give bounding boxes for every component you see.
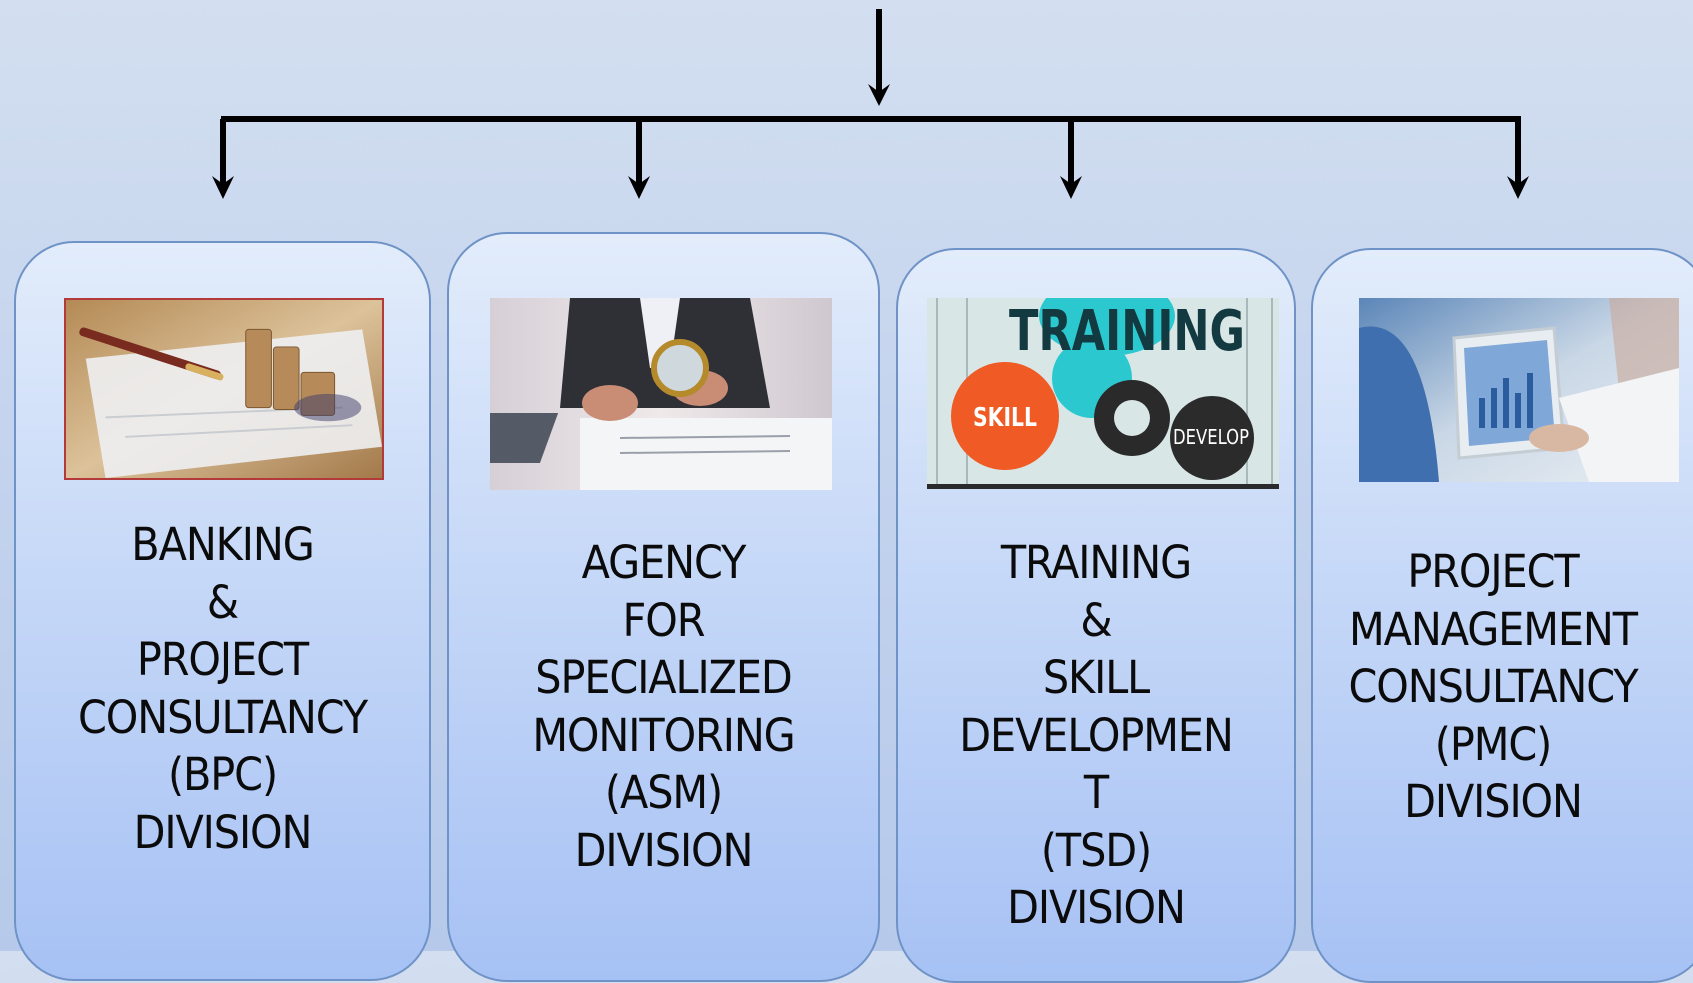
connector-arrows bbox=[212, 9, 1529, 199]
division-label-asm: AGENCY FOR SPECIALIZED MONITORING (ASM) … bbox=[466, 534, 861, 879]
pmc-line: MANAGEMENT bbox=[1349, 602, 1638, 656]
skill-image-text: SKILL bbox=[973, 403, 1037, 433]
tsd-line: (TSD) bbox=[1040, 823, 1152, 877]
pmc-line: DIVISION bbox=[1404, 775, 1583, 828]
asm-line: MONITORING bbox=[532, 708, 795, 762]
bpc-line: PROJECT bbox=[136, 633, 309, 686]
tsd-line: DEVELOPMEN bbox=[959, 708, 1234, 762]
division-card-bpc: BANKING & PROJECT CONSULTANCY (BPC) DIVI… bbox=[14, 241, 431, 981]
bpc-line: DIVISION bbox=[133, 805, 313, 859]
bpc-line: (BPC) bbox=[167, 748, 278, 801]
asm-line: SPECIALIZED bbox=[535, 651, 792, 704]
branch-arrow-pmc bbox=[1507, 119, 1529, 199]
pmc-line: (PMC) bbox=[1434, 717, 1552, 771]
tsd-line: SKILL bbox=[1042, 651, 1150, 704]
bpc-line: & bbox=[206, 575, 239, 629]
branch-arrow-tsd bbox=[1060, 119, 1082, 199]
asm-line: DIVISION bbox=[574, 823, 754, 877]
coins-and-pen-photo bbox=[64, 298, 384, 480]
pmc-line: CONSULTANCY bbox=[1348, 660, 1638, 713]
tsd-line: TRAINING bbox=[1000, 536, 1192, 589]
bpc-line: CONSULTANCY bbox=[77, 690, 368, 744]
training-skill-develop-graphic: TRAINING SKILL DEVELOP bbox=[927, 298, 1279, 489]
division-card-pmc: PROJECT MANAGEMENT CONSULTANCY (PMC) DIV… bbox=[1311, 248, 1693, 983]
tablet-analytics-photo bbox=[1359, 298, 1679, 482]
division-card-asm: AGENCY FOR SPECIALIZED MONITORING (ASM) … bbox=[447, 232, 880, 982]
training-image-title: TRAINING bbox=[1009, 299, 1245, 364]
division-card-tsd: TRAINING SKILL DEVELOP TRAINING & SKILL … bbox=[896, 248, 1296, 983]
bpc-line: BANKING bbox=[131, 518, 314, 571]
magnifying-glass-audit-photo bbox=[490, 298, 832, 490]
branch-arrow-bpc bbox=[212, 119, 234, 199]
asm-line: FOR bbox=[622, 593, 706, 647]
pmc-line: PROJECT bbox=[1407, 545, 1579, 598]
asm-line: AGENCY bbox=[581, 536, 747, 589]
top-arrow bbox=[868, 9, 890, 106]
asm-line: (ASM) bbox=[604, 766, 723, 819]
division-label-bpc: BANKING & PROJECT CONSULTANCY (BPC) DIVI… bbox=[33, 516, 413, 861]
tsd-line: T bbox=[1083, 766, 1109, 819]
develop-image-text: DEVELOP bbox=[1173, 425, 1249, 449]
tsd-line: & bbox=[1080, 593, 1112, 647]
division-label-pmc: PROJECT MANAGEMENT CONSULTANCY (PMC) DIV… bbox=[1311, 543, 1675, 831]
tsd-line: DIVISION bbox=[1007, 881, 1186, 934]
branch-arrow-asm bbox=[628, 119, 650, 199]
division-label-tsd: TRAINING & SKILL DEVELOPMEN T (TSD) DIVI… bbox=[914, 534, 1278, 937]
